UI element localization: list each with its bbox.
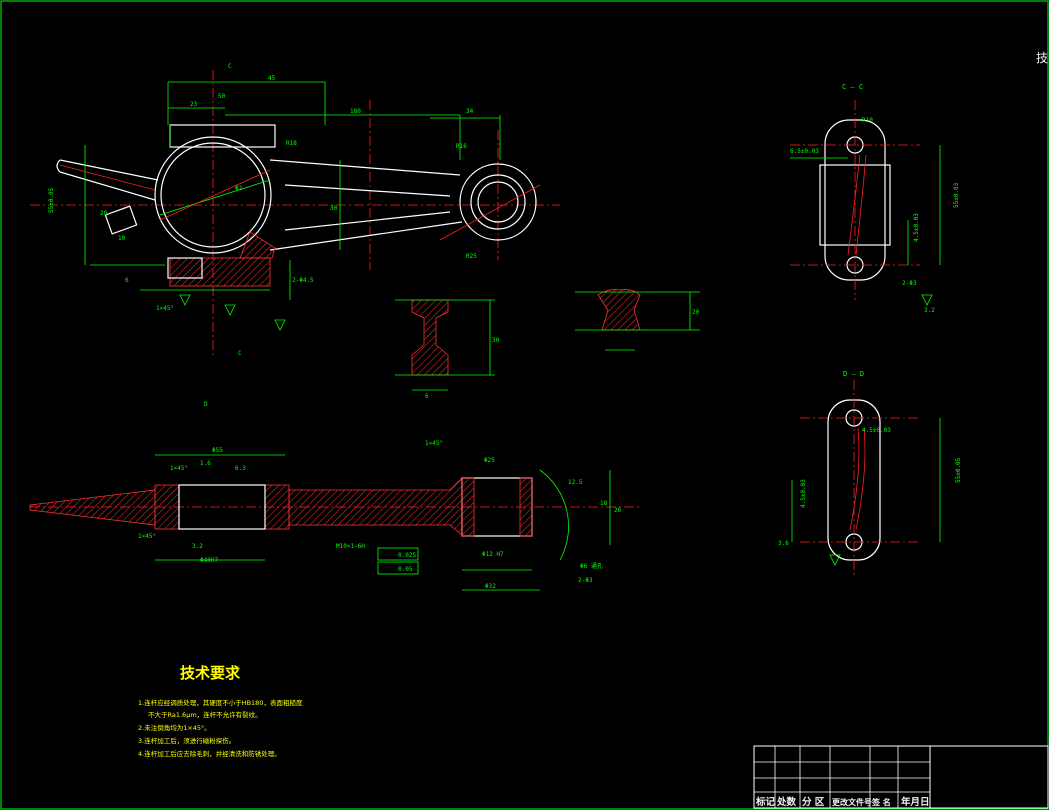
tol-005: 0.05 — [398, 566, 413, 573]
dim-34: 34 — [466, 108, 474, 115]
title-cell-count: 处数 — [776, 796, 797, 808]
section-mark-c-bottom: C — [238, 350, 242, 357]
surface-125: 12.5 — [568, 479, 583, 486]
chamfer-left: 1×45° — [170, 465, 188, 472]
section-mark-d: D — [204, 401, 208, 408]
main-view — [30, 70, 560, 355]
dim-20: 20 — [100, 210, 108, 217]
dim-dd-55: 55±0.05 — [955, 457, 962, 483]
tol-0025: 0.025 — [398, 552, 416, 559]
dim-phi25: Φ25 — [484, 457, 495, 464]
dim-r18: R18 — [286, 140, 297, 147]
dim-23: 23 — [190, 101, 198, 108]
tech-item-1b: 不大于Ra1.6μm，连杆不允许有裂纹。 — [148, 710, 262, 719]
dim-dd-45: 4.5±0.03 — [862, 427, 891, 434]
dim-section-width: 6 — [425, 393, 429, 400]
dim-section-height: 30 — [492, 337, 500, 344]
dim-chamfer-1: 1×45° — [156, 305, 174, 312]
dim-phi32: Φ32 — [485, 583, 496, 590]
dim-50: 50 — [218, 93, 226, 100]
dim-phi40: Φ40H7 — [200, 557, 218, 564]
hole-note: Φ6 通孔 — [580, 562, 603, 570]
dim-10: 10 — [118, 235, 126, 242]
dim-45: 45 — [268, 75, 276, 82]
surface-63: 6.3 — [235, 465, 246, 472]
dim-18: 18 — [600, 500, 608, 507]
dim-holes-2m3: 2-Φ3 — [902, 280, 917, 287]
surface-cc: 3.2 — [924, 307, 935, 314]
dim-h45: 4.5±0.03 — [913, 213, 920, 242]
surface-32: 3.2 — [192, 543, 203, 550]
tech-item-2: 2.未注倒角均为1×45°。 — [138, 723, 211, 732]
tech-item-1: 1.连杆应经调质处理，其硬度不小于HB180，表面粗糙度 — [138, 698, 303, 707]
section-mark-c-top: C — [228, 63, 232, 70]
dim-180: 180 — [350, 108, 361, 115]
dim-h65: 6.5±0.03 — [790, 148, 819, 155]
chamfer-right: 1×45° — [425, 440, 443, 447]
dim-bore: Φ12 H7 — [482, 551, 504, 558]
dim-r25: R25 — [466, 253, 477, 260]
surface-16: 1.6 — [200, 460, 211, 467]
dim-dd-36: 3.6 — [778, 540, 789, 547]
title-cell-change-doc: 更改文件号 — [832, 797, 872, 807]
tech-item-3: 3.连杆加工后，须进行磁粉探伤。 — [138, 736, 235, 745]
dim-6: 6 — [125, 277, 129, 284]
title-block-grid — [753, 745, 1049, 809]
tech-item-4: 4.连杆加工后应去除毛刺，并经清洗和防锈处理。 — [138, 749, 281, 758]
section-dd-label: D — D — [843, 370, 864, 378]
thread-callout: M10×1-6H — [336, 543, 365, 550]
section-cc-view — [790, 100, 941, 306]
title-cell-marker: 标记 — [755, 796, 776, 808]
dim-26: 26 — [614, 507, 622, 514]
dim-55: 55±0.05 — [48, 187, 55, 213]
dim-r10: R10 — [862, 117, 873, 124]
chamfer-bottom: 1×45° — [138, 533, 156, 540]
dim-dd-45b: 4.5±0.03 — [800, 479, 807, 508]
dim-phi55: Φ55 — [212, 447, 223, 454]
tech-title: 技术要求 — [180, 664, 241, 682]
dim-phi2: Φ2 — [235, 185, 243, 192]
title-cell-date: 年月日 — [901, 796, 930, 808]
section-cc-label: C — C — [842, 83, 863, 91]
dim-spline: 2-Φ3 — [578, 577, 593, 584]
dim-30: 30 — [330, 205, 338, 212]
dim-hole-pair: 2-Φ4.5 — [292, 277, 314, 284]
title-cell-signature: 签 名 — [871, 797, 891, 807]
section-dd-view — [791, 380, 941, 575]
dim-r16: R16 — [456, 143, 467, 150]
title-cell-zone: 分 区 — [802, 796, 825, 808]
right-edge-text: 技 — [1036, 51, 1048, 65]
rib-section — [575, 289, 700, 351]
i-beam-section — [395, 299, 495, 391]
dim-h55: 55±0.03 — [953, 182, 960, 208]
dim-rib-height: 20 — [692, 309, 700, 316]
longitudinal-section — [29, 454, 640, 591]
